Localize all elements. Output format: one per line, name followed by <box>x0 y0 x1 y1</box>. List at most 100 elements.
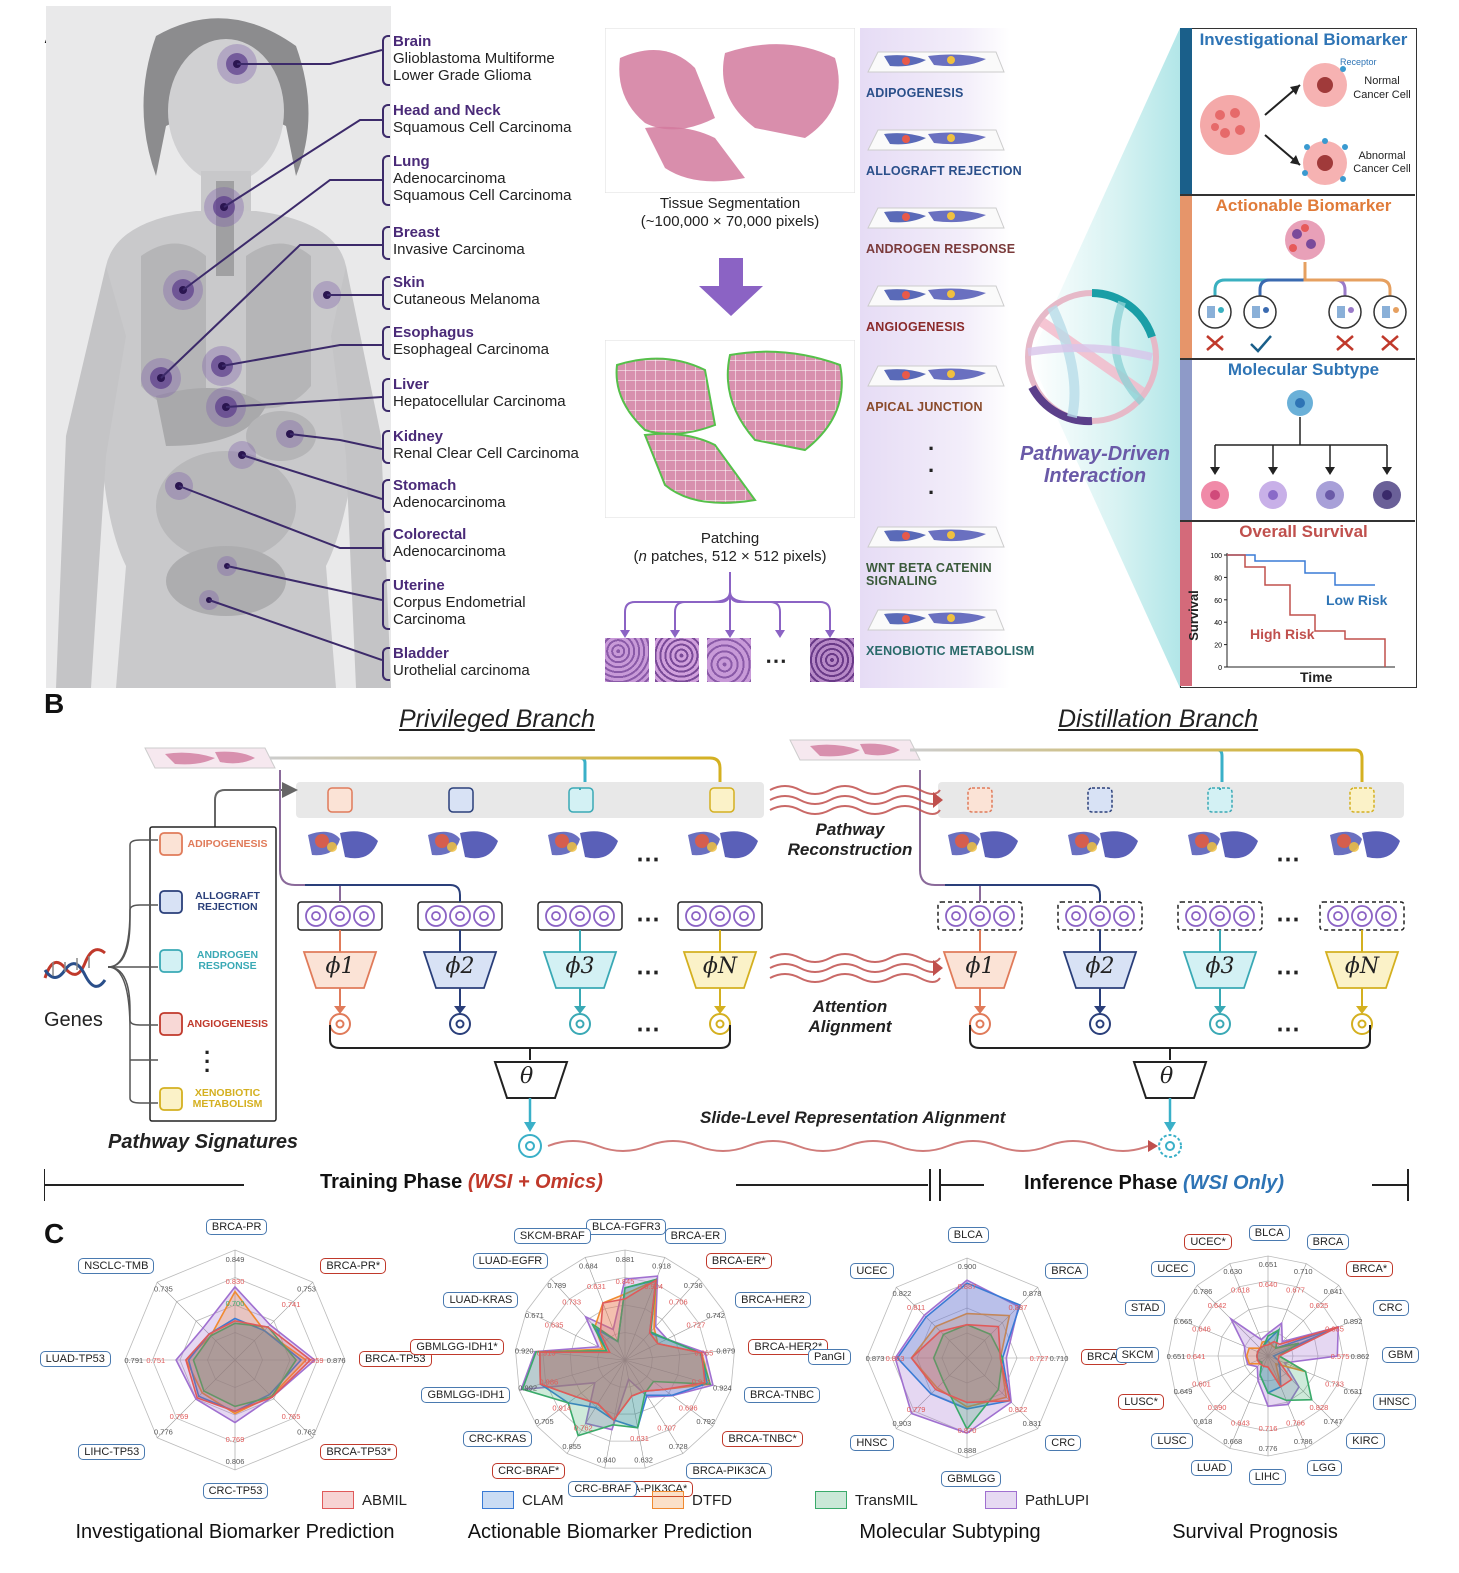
segmentation-caption-1: Tissue Segmentation <box>659 195 801 212</box>
pathway-chord-diagram <box>1025 289 1159 426</box>
legend-item-dtfd: DTFD <box>652 1491 732 1509</box>
radar-value-label: 0.631 <box>630 1434 649 1443</box>
cancer-type: Adenocarcinoma <box>393 494 506 511</box>
radar-axis-label: BRCA* <box>1346 1260 1394 1277</box>
radar-value-label: 0.728 <box>669 1442 688 1451</box>
actionable-title: Actionable Biomarker <box>1215 196 1392 215</box>
investigational-title: Investigational Biomarker <box>1199 30 1408 49</box>
radar-value-label: 0.641 <box>1187 1352 1206 1361</box>
distillation-wsi-thumbnail <box>789 739 921 761</box>
pathway-signatures-label: Pathway Signatures <box>108 1131 299 1153</box>
radar-spoke <box>1229 1263 1269 1357</box>
phi-encoder <box>1062 930 1138 1014</box>
radar-value-label: 0.920 <box>515 1347 534 1356</box>
radar-value-label: 0.885 <box>1325 1324 1344 1333</box>
ellipsis-dots: ⋯ <box>636 906 660 933</box>
survival-ytick: 80 <box>1214 575 1222 582</box>
radar-spoke <box>624 1278 700 1361</box>
radar-axis-label: SKCM <box>1115 1347 1160 1363</box>
inference-phase-label: Inference Phase (WSI Only) <box>1024 1172 1285 1194</box>
architecture-diagram <box>43 739 1405 1158</box>
radar-value-label: 0.590 <box>1208 1403 1227 1412</box>
normal-cell-label-2: Cancer Cell <box>1353 89 1411 101</box>
survival-y-label: Survival <box>1185 590 1201 641</box>
patch-tile-2 <box>655 638 699 682</box>
segmentation-caption-2: (~100,000 × 70,000 pixels) <box>640 213 820 230</box>
radar-grid-ring <box>515 1249 735 1469</box>
patch-branch-arrows <box>620 572 835 638</box>
patch-embedding-group <box>537 901 623 931</box>
radar-spoke <box>966 1357 1038 1429</box>
radar-value-label: 0.735 <box>154 1284 173 1293</box>
panel-letter-c: C <box>44 1218 65 1249</box>
radar-spoke <box>624 1359 646 1469</box>
radar-axis-label: LGG <box>1306 1459 1342 1476</box>
cancer-type: Lower Grade Glioma <box>393 67 532 84</box>
legend-label: CLAM <box>522 1491 564 1509</box>
attention-heatmap <box>948 831 1018 859</box>
radar-axis-label: LUAD <box>1190 1459 1233 1476</box>
phi-encoder <box>302 930 378 1014</box>
radar-spoke <box>1267 1355 1307 1449</box>
patch-embedding-group <box>1177 901 1263 931</box>
radar-title-0: Investigational Biomarker Prediction <box>75 1521 395 1543</box>
survival-ytick: 60 <box>1214 598 1222 605</box>
radar-value-label: 0.640 <box>1259 1280 1278 1289</box>
interaction-label-1: Pathway-Driven <box>1019 443 1171 465</box>
task-strip-orange <box>1180 194 1192 358</box>
molecular-title: Molecular Subtype <box>1227 360 1380 379</box>
theta-distill-label: θ <box>1160 1064 1174 1089</box>
organ-name: Breast <box>393 224 440 241</box>
radar-axis-label: BRCA-TNBC <box>743 1387 821 1404</box>
radar-axis-label: LUAD-KRAS <box>443 1292 519 1309</box>
pathway-embedding <box>709 1013 731 1035</box>
phi-encoder <box>422 930 498 1014</box>
radar-value-label: 0.822 <box>893 1289 912 1298</box>
pathway-heatmap-thumbnail <box>867 365 1005 387</box>
phi-encoder <box>1182 930 1258 1014</box>
radar-value-label: 0.651 <box>1259 1260 1278 1269</box>
radar-spoke <box>1175 1355 1269 1395</box>
phi-encoder <box>942 930 1018 1014</box>
pathway-heatmap-thumbnail <box>867 285 1005 307</box>
cancer-type: Adenocarcinoma <box>393 170 506 187</box>
radar-value-label: 0.828 <box>1310 1403 1329 1412</box>
radar-value-label: 0.776 <box>1259 1444 1278 1453</box>
signature-vertical-dots: ··· <box>204 1040 212 1083</box>
organ-name: Kidney <box>393 428 444 445</box>
radar-axis-label: LUSC <box>1151 1433 1193 1450</box>
ellipsis-dots: ⋯ <box>1276 846 1300 873</box>
radar-value-label: 0.904 <box>644 1282 663 1291</box>
patch-embedding-group <box>677 901 763 931</box>
radar-value-label: 0.727 <box>687 1321 706 1330</box>
organ-bracket <box>382 155 390 206</box>
radar-value-label: 0.665 <box>1174 1317 1193 1326</box>
radar-spoke <box>584 1257 626 1361</box>
legend-label: ABMIL <box>362 1491 408 1509</box>
patch-embedding-group <box>417 901 503 931</box>
legend-swatch <box>985 1491 1017 1509</box>
radar-spoke <box>566 1359 626 1454</box>
radar-value-label: 0.642 <box>1208 1301 1227 1310</box>
radar-axis-label: BRCA-TP53 <box>359 1351 432 1367</box>
radar-spoke <box>624 1359 713 1427</box>
radar-value-label: 0.716 <box>1259 1424 1278 1433</box>
radar-spoke <box>1197 1355 1269 1427</box>
organ-name: Brain <box>393 33 432 50</box>
privileged-wsi-thumbnail <box>144 747 276 769</box>
radar-grid-ring <box>542 1277 708 1442</box>
pathway-embedding <box>1089 1013 1111 1035</box>
radar-value-label: 0.766 <box>1286 1419 1305 1428</box>
abnormal-cell-label-1: Abnormal <box>1358 150 1406 162</box>
cancer-type: Carcinoma <box>393 611 466 628</box>
radar-title-2: Molecular Subtyping <box>859 1521 1041 1543</box>
radar-axis-label: GBMLGG-IDH1* <box>410 1338 504 1355</box>
radar-axis-label: BRCA-ER <box>664 1227 727 1244</box>
radar-series-transmil <box>932 1323 1004 1431</box>
attention-heatmap <box>1330 831 1400 859</box>
radar-axis-label: UCEC <box>850 1262 894 1279</box>
attention-heatmap <box>1068 831 1138 859</box>
